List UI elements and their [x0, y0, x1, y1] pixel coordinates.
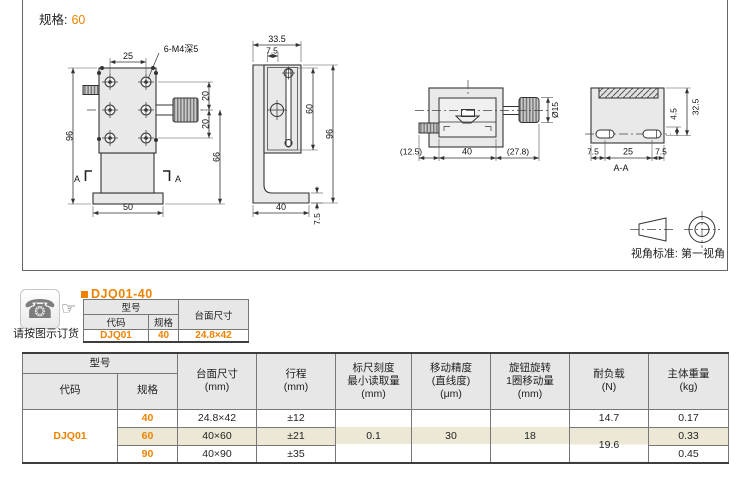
dim-knob-dia: Ø15 — [550, 102, 560, 118]
spec-header-load: 耐负载 (N) — [569, 352, 649, 410]
dim-base-width: 50 — [123, 202, 133, 212]
projection-symbol: 视角标准: 第一视角 — [630, 211, 725, 260]
circle-symbol-outer — [688, 216, 716, 243]
projection-note: 视角标准: 第一视角 — [631, 246, 725, 260]
cell-code: DJQ01 — [22, 408, 118, 464]
order-header-code: 代码 — [83, 314, 149, 330]
spec-table: 型号 台面尺寸 (mm) 行程 (mm) 标尺刻度 最小读取量 (mm) 移动精… — [22, 352, 729, 464]
order-spec: 40 — [147, 329, 180, 343]
front-view: 25 6-M4深5 96 20 20 66 50 — [65, 44, 225, 217]
spec-header-surface: 台面尺寸 (mm) — [177, 352, 257, 410]
order-header-model: 型号 — [82, 299, 180, 315]
table-row: 90 40×90 ±35 0.45 — [23, 444, 729, 464]
circle-symbol-inner — [694, 222, 710, 237]
spec-header-scale: 标尺刻度 最小读取量 (mm) — [335, 352, 412, 410]
order-note: 请按图示订货 — [13, 328, 79, 340]
cell-stroke-90: ±35 — [256, 444, 336, 464]
top-drive-knob — [518, 97, 540, 123]
table-row: DJQ01 40 24.8×42 ±12 0.1 30 18 14.7 0.17 — [22, 408, 729, 464]
cell-spec-60: 60 — [117, 426, 178, 446]
spec-header-weight: 主体重量 (kg) — [648, 352, 729, 410]
dim-edge-right: 7.5 — [655, 147, 667, 157]
technical-drawing: 25 6-M4深5 96 20 20 66 50 — [65, 34, 726, 260]
side-bracket — [252, 64, 310, 204]
top-view: Ø15 (12.5) 40 (27.8) — [400, 80, 560, 161]
section-label: A-A — [613, 163, 628, 173]
dim-stage-width: 40 — [462, 147, 472, 157]
dim-holes-label: 6-M4深5 — [164, 44, 199, 54]
section-mark-left: A — [74, 174, 80, 184]
cell-load-40: 14.7 — [569, 408, 649, 428]
cell-stroke-40: ±12 — [256, 408, 336, 428]
cell-weight-40: 0.17 — [648, 408, 729, 428]
order-code: DJQ01 — [83, 329, 149, 343]
order-table: 型号 台面尺寸 代码 规格 DJQ01 40 24.8×42 — [82, 299, 250, 343]
cell-accuracy: 30 — [411, 408, 491, 464]
cell-weight-60: 0.33 — [648, 426, 729, 446]
cell-spec-90: 90 — [117, 444, 178, 464]
spec-label: 规格: — [39, 13, 68, 27]
order-header-surface: 台面尺寸 — [178, 299, 250, 330]
cell-scale: 0.1 — [335, 408, 412, 464]
spec-header-accuracy: 移动精度 (直线度) (μm) — [411, 352, 491, 410]
cell-spec-40: 40 — [117, 408, 178, 428]
section-mark-right: A — [175, 174, 181, 184]
cell-surface-60: 40×60 — [177, 426, 257, 446]
dim-base-depth: 40 — [276, 202, 286, 212]
dim-base-thickness: 7.5 — [312, 213, 322, 225]
section-view: 4.5 32.5 7.5 25 7.5 A-A — [585, 87, 701, 173]
cell-surface-90: 40×90 — [177, 444, 257, 464]
top-clamp-knob — [418, 122, 440, 134]
cell-load-60-90: 19.6 — [569, 426, 649, 464]
dim-depth: 33.5 — [268, 34, 286, 44]
dim-top-to-slot: 32.5 — [691, 98, 701, 115]
dim-hole-pitch-y2: 20 — [201, 119, 211, 129]
spec-value: 60 — [71, 13, 86, 27]
spec-line: 规格:60 — [39, 9, 85, 28]
side-view: 33.5 7.5 60 96 40 7.5 — [252, 34, 338, 225]
order-header-spec: 规格 — [147, 314, 180, 330]
phone-icon-box: ☎ — [20, 289, 60, 329]
dim-edge-left: 7.5 — [587, 147, 599, 157]
cell-per-turn: 18 — [490, 408, 570, 464]
cell-stroke-60: ±21 — [256, 426, 336, 446]
dim-knob-to-base: 66 — [212, 152, 222, 162]
spec-header-model: 型号 — [22, 352, 178, 374]
cell-surface-40: 24.8×42 — [177, 408, 257, 428]
dim-offset: 7.5 — [266, 46, 278, 56]
drive-knob — [172, 97, 199, 123]
top-stage — [438, 97, 497, 138]
dim-front-height: 96 — [65, 131, 75, 141]
side-stage — [263, 64, 302, 154]
dim-knob-side: (27.8) — [507, 147, 529, 157]
order-heading: DJQ01-40 — [81, 287, 153, 301]
dim-slot-length: 60 — [305, 104, 315, 114]
cone-symbol — [638, 217, 667, 242]
order-heading-text: DJQ01-40 — [91, 287, 153, 301]
pointing-hand-icon: ☞ — [61, 299, 77, 318]
spec-header-stroke: 行程 (mm) — [256, 352, 336, 410]
drawing-panel: 规格:60 — [22, 0, 728, 271]
dim-hole-pitch-y1: 20 — [201, 91, 211, 101]
cell-weight-90: 0.45 — [648, 444, 729, 464]
dim-slot-offset: 4.5 — [669, 108, 679, 120]
order-surface: 24.8×42 — [178, 329, 250, 343]
square-bullet-icon — [81, 290, 88, 298]
drive-shaft — [155, 104, 174, 116]
front-lower-body — [100, 152, 155, 194]
spec-header-code: 代码 — [22, 372, 118, 410]
dim-hole-pitch-x: 25 — [123, 51, 133, 61]
phone-icon: ☎ — [23, 294, 57, 324]
dim-slot-pitch: 25 — [623, 147, 633, 157]
table-row-highlighted: 60 40×60 ±21 19.6 0.33 — [23, 426, 729, 464]
dim-side-height: 96 — [325, 129, 335, 139]
dim-top-left: (12.5) — [400, 147, 422, 157]
spec-header-spec: 规格 — [117, 372, 178, 410]
spec-header-per-turn: 旋钮旋转 1圈移动量 (mm) — [490, 352, 570, 410]
section-hatch — [598, 87, 659, 99]
clamp-knob — [82, 85, 100, 95]
